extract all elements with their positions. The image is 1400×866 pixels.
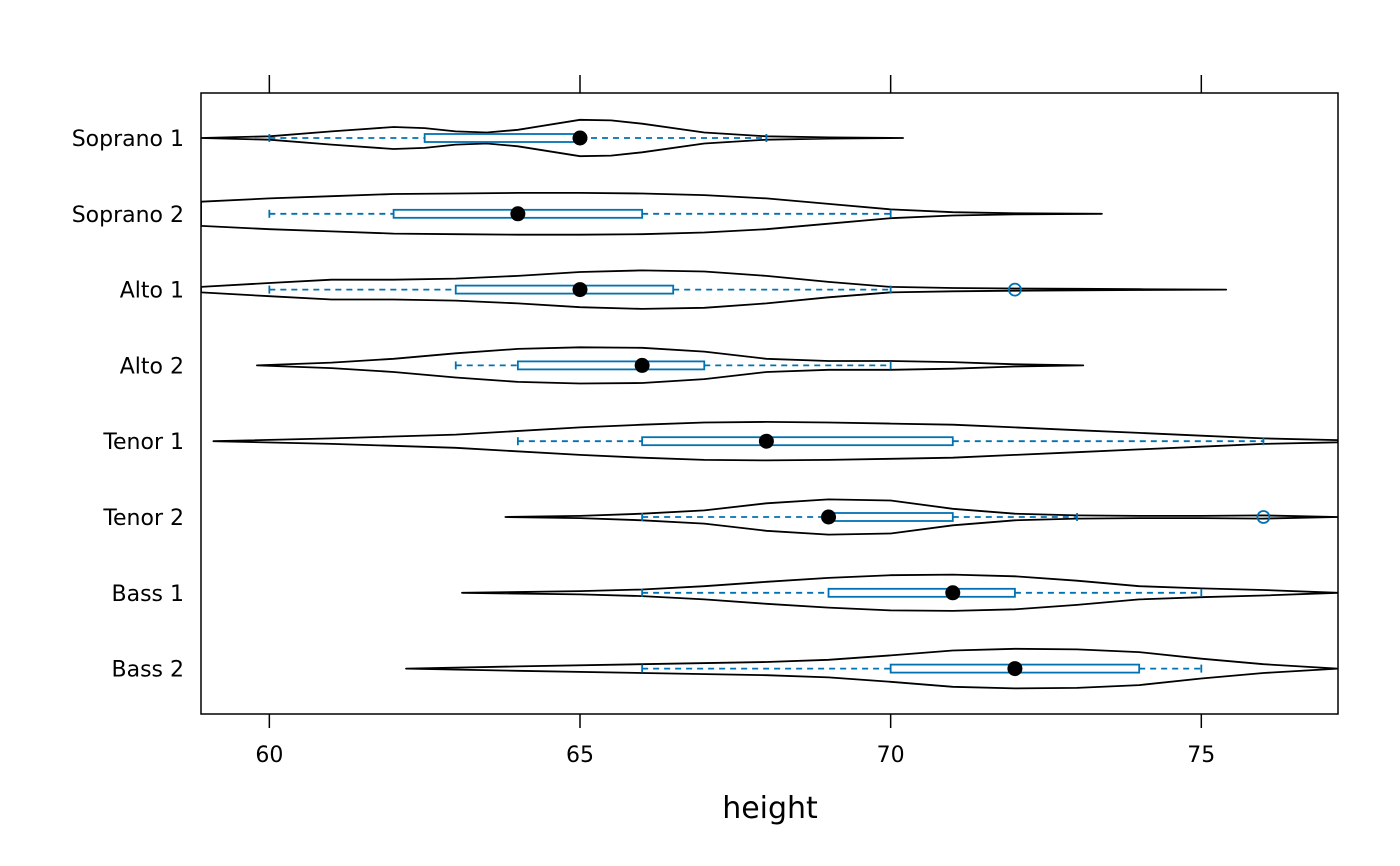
median-dot <box>510 206 526 222</box>
y-tick-label: Tenor 2 <box>102 506 184 531</box>
x-tick-label: 75 <box>1187 743 1215 768</box>
plot-border <box>200 92 1339 715</box>
y-tick-label: Bass 2 <box>112 658 185 683</box>
violin-outline <box>201 192 1103 236</box>
median-dot <box>572 282 588 298</box>
median-dot <box>821 509 837 525</box>
violin-outline <box>504 498 1338 536</box>
plot-frame <box>200 92 1339 715</box>
iqr-box <box>827 587 1016 598</box>
y-tick-label: Bass 1 <box>112 582 185 607</box>
violin-outline <box>201 269 1228 310</box>
axes-layer: Soprano 1 Soprano 2 Alto 1 Alto 2 Tenor 1 Ten… <box>72 75 1215 768</box>
violin-outline <box>405 647 1338 690</box>
median-dot <box>634 357 650 373</box>
x-tick-label: 65 <box>566 743 594 768</box>
y-tick-label: Alto 1 <box>120 279 184 304</box>
y-tick-label: Soprano 1 <box>72 127 184 152</box>
x-axis-title: height <box>722 791 818 826</box>
violins-layer <box>201 118 1338 690</box>
median-dot <box>758 433 774 449</box>
iqr-box <box>423 133 581 143</box>
y-tick-label: Alto 2 <box>120 354 184 379</box>
median-dot <box>1007 661 1023 677</box>
outlier-point <box>1008 282 1022 297</box>
iqr-box <box>516 360 706 371</box>
outlier-point <box>1256 510 1271 524</box>
iqr-box <box>454 284 675 295</box>
iqr-box <box>827 512 954 522</box>
violin-outline <box>201 118 904 158</box>
y-tick-label: Soprano 2 <box>72 203 184 228</box>
violin-outline <box>212 421 1338 462</box>
violin-outline <box>255 346 1085 385</box>
y-tick-label: Tenor 1 <box>102 430 184 455</box>
median-dot <box>945 585 961 601</box>
iqr-box <box>641 436 954 447</box>
x-tick-label: 60 <box>255 743 283 768</box>
median-dot <box>572 130 588 146</box>
x-tick-label: 70 <box>877 743 905 768</box>
boxplots-layer <box>268 130 1271 677</box>
violin-outline <box>461 573 1338 612</box>
